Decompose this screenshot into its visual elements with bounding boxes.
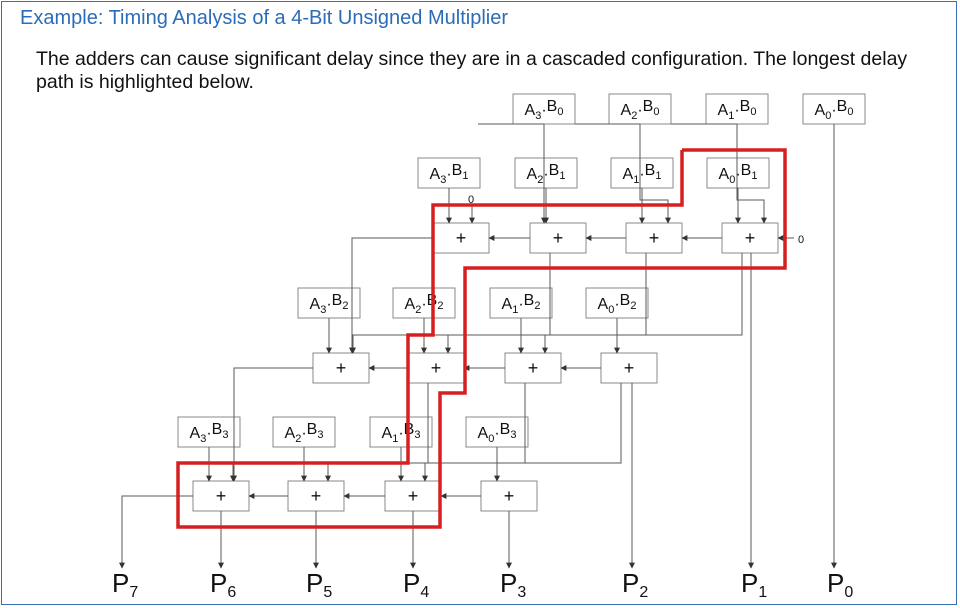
adder-r3-1-symbol: + bbox=[311, 486, 322, 506]
output-label-p2: P2 bbox=[622, 568, 648, 601]
adder-r1-1-box bbox=[529, 222, 587, 254]
pp-row0-2-label: A1·B0 bbox=[718, 98, 757, 122]
wire-sum-r2-r3 bbox=[422, 383, 622, 482]
pp-row3-1-label: A2·B3 bbox=[285, 421, 324, 445]
adder-r2-0-symbol: + bbox=[336, 358, 347, 378]
adder-r1-0-symbol: + bbox=[456, 228, 467, 248]
slide-body-text: The adders can cause significant delay s… bbox=[36, 48, 908, 93]
pp-row3-3-box bbox=[465, 416, 529, 448]
pp-row2-1-box bbox=[392, 287, 456, 319]
adder-r1-3-symbol: + bbox=[745, 228, 756, 248]
pp-row2-3-label: A0·B2 bbox=[598, 292, 637, 316]
pp-row2-0-label: A3·B2 bbox=[310, 292, 349, 316]
adder-r1-2-box bbox=[625, 222, 683, 254]
adder-r3-0-symbol: + bbox=[216, 486, 227, 506]
slide-title: Example: Timing Analysis of a 4-Bit Unsi… bbox=[20, 7, 508, 29]
pp-row0-0-box bbox=[512, 93, 576, 125]
pp-row1-1-box bbox=[514, 157, 578, 189]
pp-row2-0-box bbox=[297, 287, 361, 319]
adder-r2-3-symbol: + bbox=[624, 358, 635, 378]
pp-row3-3-label: A0·B3 bbox=[478, 421, 517, 445]
pp-row0-2-box bbox=[705, 93, 769, 125]
pp-row2-3-box bbox=[585, 287, 649, 319]
zero-input-top: 0 bbox=[468, 194, 474, 206]
output-label-p6: P6 bbox=[210, 568, 236, 601]
pp-row3-0-label: A3·B3 bbox=[190, 421, 229, 445]
pp-row1-2-label: A1·B1 bbox=[623, 162, 662, 186]
longest-delay-path bbox=[176, 148, 787, 529]
pp-row1-2-box bbox=[610, 157, 674, 189]
output-label-p3: P3 bbox=[500, 568, 526, 601]
wire-carry-out-r2 bbox=[231, 367, 313, 482]
adder-r3-2-box bbox=[384, 480, 442, 512]
wire-sum-r1-r2 bbox=[542, 253, 743, 354]
zero-input-right: 0 bbox=[798, 234, 804, 246]
adder-r2-0-box bbox=[312, 352, 370, 384]
wire-row0-1 bbox=[639, 124, 671, 224]
output-label-p1: P1 bbox=[741, 568, 767, 601]
adder-r1-1-symbol: + bbox=[553, 228, 564, 248]
output-label-p7: P7 bbox=[112, 568, 138, 601]
pp-row0-3-label: A0·B0 bbox=[815, 98, 854, 122]
pp-row3-0-box bbox=[177, 416, 241, 448]
pp-row0-1-label: A2·B0 bbox=[621, 98, 660, 122]
adder-r3-3-symbol: + bbox=[504, 486, 515, 506]
output-label-p5: P5 bbox=[306, 568, 332, 601]
pp-row2-2-label: A1·B2 bbox=[502, 292, 541, 316]
wire-out-p7 bbox=[119, 495, 193, 569]
adder-r2-1-symbol: + bbox=[431, 358, 442, 378]
adder-r3-1-box bbox=[287, 480, 345, 512]
pp-row1-3-box bbox=[706, 157, 770, 189]
adder-r2-2-box bbox=[504, 352, 562, 384]
adder-r3-2-symbol: + bbox=[408, 486, 419, 506]
wire-row0-2 bbox=[736, 124, 767, 224]
wire-carry-out-r1 bbox=[349, 237, 433, 354]
pp-row1-3-label: A0·B1 bbox=[719, 162, 758, 186]
output-label-p4: P4 bbox=[403, 568, 429, 601]
adder-r1-2-symbol: + bbox=[649, 228, 660, 248]
output-label-p0: P0 bbox=[827, 568, 853, 601]
pp-row0-3-box bbox=[802, 93, 866, 125]
pp-row1-0-label: A3·B1 bbox=[430, 162, 469, 186]
pp-row1-1-label: A2·B1 bbox=[527, 162, 566, 186]
pp-row1-0-box bbox=[417, 157, 481, 189]
adder-r1-3-box bbox=[721, 222, 779, 254]
pp-row2-2-box bbox=[489, 287, 553, 319]
pp-row0-0-label: A3·B0 bbox=[525, 98, 564, 122]
adder-r2-2-symbol: + bbox=[528, 358, 539, 378]
